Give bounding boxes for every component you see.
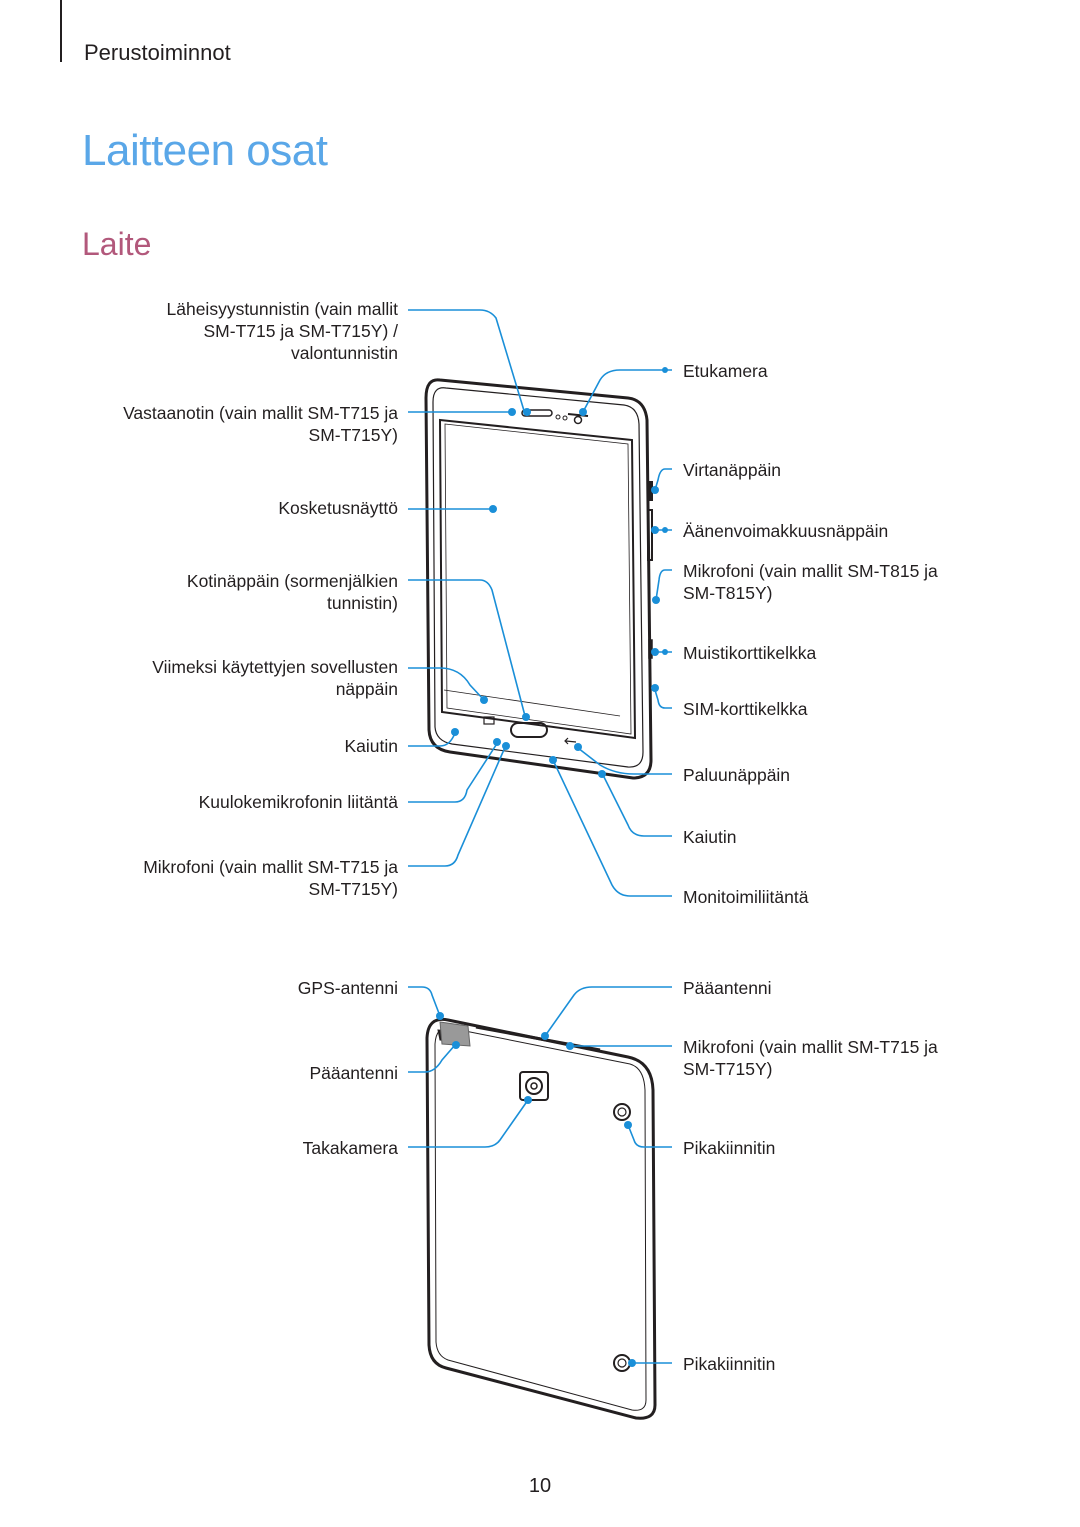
label-power-key: Virtanäppäin — [683, 460, 781, 480]
label-speaker-right: Kaiutin — [683, 827, 737, 847]
label-back-key: Paluunäppäin — [683, 765, 791, 785]
label-pogo-bottom: Pikakiinnitin — [683, 1354, 776, 1374]
section-title: Laite — [82, 226, 152, 262]
front-end-markers — [662, 367, 668, 655]
back-callout-dots — [436, 1012, 636, 1367]
tablet-back — [425, 1017, 657, 1420]
recent-apps-key — [483, 716, 495, 725]
receiver-grille — [521, 409, 553, 417]
label-front-camera: Etukamera — [683, 361, 768, 381]
label-memory-card-tray: Muistikorttikelkka — [683, 643, 817, 663]
front-callout-dots-right — [549, 408, 660, 778]
home-key — [510, 722, 548, 738]
running-header: Perustoiminnot — [84, 40, 231, 65]
front-callouts-left — [408, 309, 526, 867]
label-pogo-top: Pikakiinnitin — [683, 1138, 776, 1158]
back-key — [564, 737, 577, 745]
rear-camera-lens — [525, 1077, 543, 1095]
rear-camera-housing — [519, 1071, 549, 1101]
label-multipurpose-jack: Monitoimiliitäntä — [683, 887, 809, 907]
label-touchscreen: Kosketusnäyttö — [278, 498, 398, 518]
front-camera-lens — [573, 415, 583, 425]
label-main-antenna-right: Pääantenni — [683, 978, 772, 998]
back-callouts — [408, 986, 672, 1364]
pogo-connector-top — [613, 1103, 631, 1121]
label-main-antenna-left: Pääantenni — [309, 1063, 398, 1083]
label-sim-tray: SIM-korttikelkka — [683, 699, 808, 719]
header-rule — [60, 0, 62, 62]
label-rear-camera: Takakamera — [302, 1138, 398, 1158]
pogo-connector-bottom — [613, 1354, 631, 1372]
label-earphone-jack: Kuulokemikrofonin liitäntä — [198, 792, 398, 812]
page-number: 10 — [528, 1475, 552, 1497]
front-callouts-right — [552, 369, 672, 897]
tablet-front — [424, 378, 653, 780]
volume-key-side — [647, 509, 653, 561]
front-callout-dots-left — [451, 408, 531, 750]
page-title: Laitteen osat — [82, 126, 328, 175]
label-gps-antenna: GPS-antenni — [297, 978, 398, 998]
label-volume-key: Äänenvoimakkuusnäppäin — [683, 521, 889, 541]
label-speaker-left: Kaiutin — [344, 736, 398, 756]
